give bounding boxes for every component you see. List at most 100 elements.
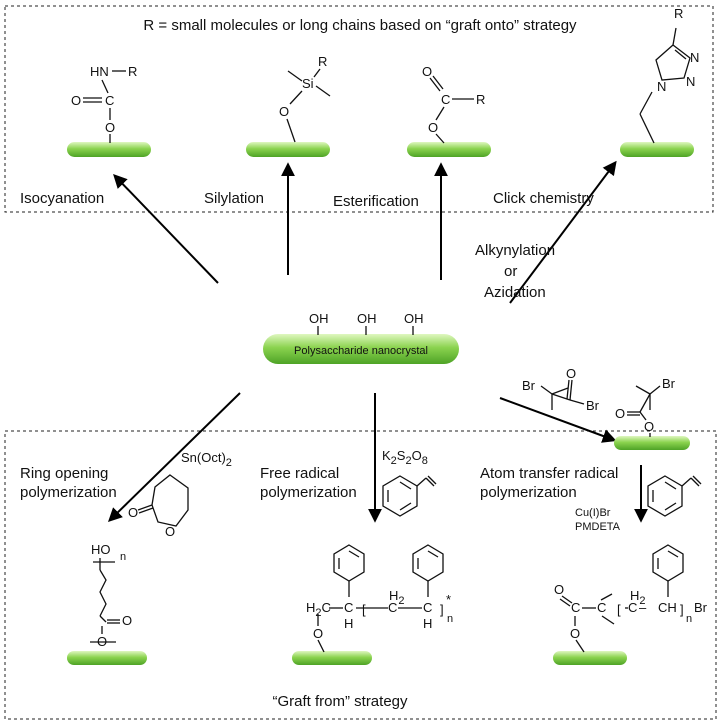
nanocrystal-rod [263, 334, 459, 364]
atom-c: C [628, 600, 637, 615]
nanocrystal-label: Polysaccharide nanocrystal [294, 345, 428, 357]
label-atrp-2: polymerization [480, 484, 577, 501]
label-frp-2: polymerization [260, 484, 357, 501]
atom-r: R [674, 6, 683, 21]
arrow-atrp-init [499, 397, 617, 443]
atom-n: N [686, 74, 695, 89]
pcl-grafted-product: HO n O O [67, 542, 147, 665]
atom-o: O [279, 104, 289, 119]
atom-h2c: H2C [306, 600, 331, 619]
atom-si: Si [302, 76, 314, 91]
radical-star: * [446, 592, 451, 607]
atom-c: C [105, 93, 114, 108]
esterification-product: O C R O [407, 64, 491, 157]
arrow-click [509, 160, 617, 304]
atom-c: C [441, 92, 450, 107]
bromoisobutyryl-bromide: Br O Br [522, 366, 600, 413]
graft-onto-box [4, 5, 714, 213]
atom-h: H [344, 616, 353, 631]
click-product: R N N N [620, 6, 699, 157]
arrow-rop [107, 392, 241, 522]
label-isocyanation: Isocyanation [20, 190, 104, 207]
atom-o: O [570, 626, 580, 641]
atom-n: N [690, 50, 699, 65]
label-frp-1: Free radical [260, 465, 339, 482]
reagent-sn-oct: Sn(Oct)2 [181, 450, 232, 469]
graft-from-title: “Graft from” strategy [272, 693, 408, 710]
atom-c: C [344, 600, 353, 615]
atom-hn: HN [90, 64, 109, 79]
styrene-monomer-atrp [647, 475, 702, 517]
atom-o: O [128, 505, 138, 520]
reagent-cubr: Cu(I)Br [575, 507, 611, 519]
graft-onto-title: R = small molecules or long chains based… [143, 17, 577, 34]
nanocrystal-rod [292, 651, 372, 665]
silylation-product: Si R O [246, 54, 331, 157]
atom-r: R [476, 92, 485, 107]
atom-ho: HO [91, 542, 111, 557]
atom-br: Br [662, 376, 676, 391]
atom-br: Br [586, 398, 600, 413]
bracket-open: [ [362, 602, 366, 617]
label-rop-1: Ring opening [20, 465, 108, 482]
graft-from-box [4, 430, 717, 720]
atom-h: H [423, 616, 432, 631]
nanocrystal-rod [620, 142, 694, 157]
atom-o: O [554, 582, 564, 597]
atom-o: O [122, 613, 132, 628]
atom-o: O [105, 120, 115, 135]
label-esterification: Esterification [333, 193, 419, 210]
atom-o: O [644, 419, 654, 434]
reagent-k2s2o8: K2S2O8 [382, 448, 428, 467]
atom-o: O [422, 64, 432, 79]
atom-h2: H2 [630, 588, 646, 607]
atom-r: R [318, 54, 327, 69]
bracket-close: ] [680, 602, 684, 617]
label-silylation: Silylation [204, 190, 264, 207]
caprolactone: O O [128, 474, 189, 539]
atom-o: O [428, 120, 438, 135]
atom-c: C [571, 600, 580, 615]
atom-br: Br [522, 378, 536, 393]
oh-group: OH [357, 311, 377, 326]
subscript-n: n [120, 551, 126, 563]
label-or: or [504, 263, 517, 280]
nanocrystal-rod [553, 651, 627, 665]
reagent-pmdeta: PMDETA [575, 521, 621, 533]
nanocrystal-rod [246, 142, 330, 157]
arrow-isocyanation [113, 173, 219, 284]
center-nanocrystal: Polysaccharide nanocrystal OH OH OH [263, 311, 459, 364]
atom-h2: H2 [389, 588, 405, 607]
label-alkynylation: Alkynylation [475, 242, 555, 259]
atrp-macroinitiator: Br O O [614, 376, 690, 450]
atom-n: N [657, 79, 666, 94]
atrp-ps-product: O C C [ H2 C – CH ] n Br O [553, 544, 708, 665]
bracket-open: [ [617, 602, 621, 617]
bracket-close: ] [440, 602, 444, 617]
atom-o: O [313, 626, 323, 641]
atom-c: C [423, 600, 432, 615]
nanocrystal-rod [67, 142, 151, 157]
atom-o: O [165, 524, 175, 539]
atom-c: C [597, 600, 606, 615]
atom-r: R [128, 64, 137, 79]
atom-c: C [388, 600, 397, 615]
atom-ch: CH [658, 600, 677, 615]
atom-o: O [566, 366, 576, 381]
nanocrystal-rod [614, 436, 690, 450]
label-click-chemistry: Click chemistry [493, 190, 594, 207]
styrene-monomer [382, 475, 437, 517]
nanocrystal-rod [67, 651, 147, 665]
atom-br: Br [694, 600, 708, 615]
label-rop-2: polymerization [20, 484, 117, 501]
label-atrp-1: Atom transfer radical [480, 465, 618, 482]
subscript-n: n [447, 613, 453, 625]
oh-group: OH [404, 311, 424, 326]
isocyanation-product: HN R C O O [67, 64, 151, 157]
oh-group: OH [309, 311, 329, 326]
subscript-n: n [686, 613, 692, 625]
nanocrystal-rod [407, 142, 491, 157]
label-azidation: Azidation [484, 284, 546, 301]
